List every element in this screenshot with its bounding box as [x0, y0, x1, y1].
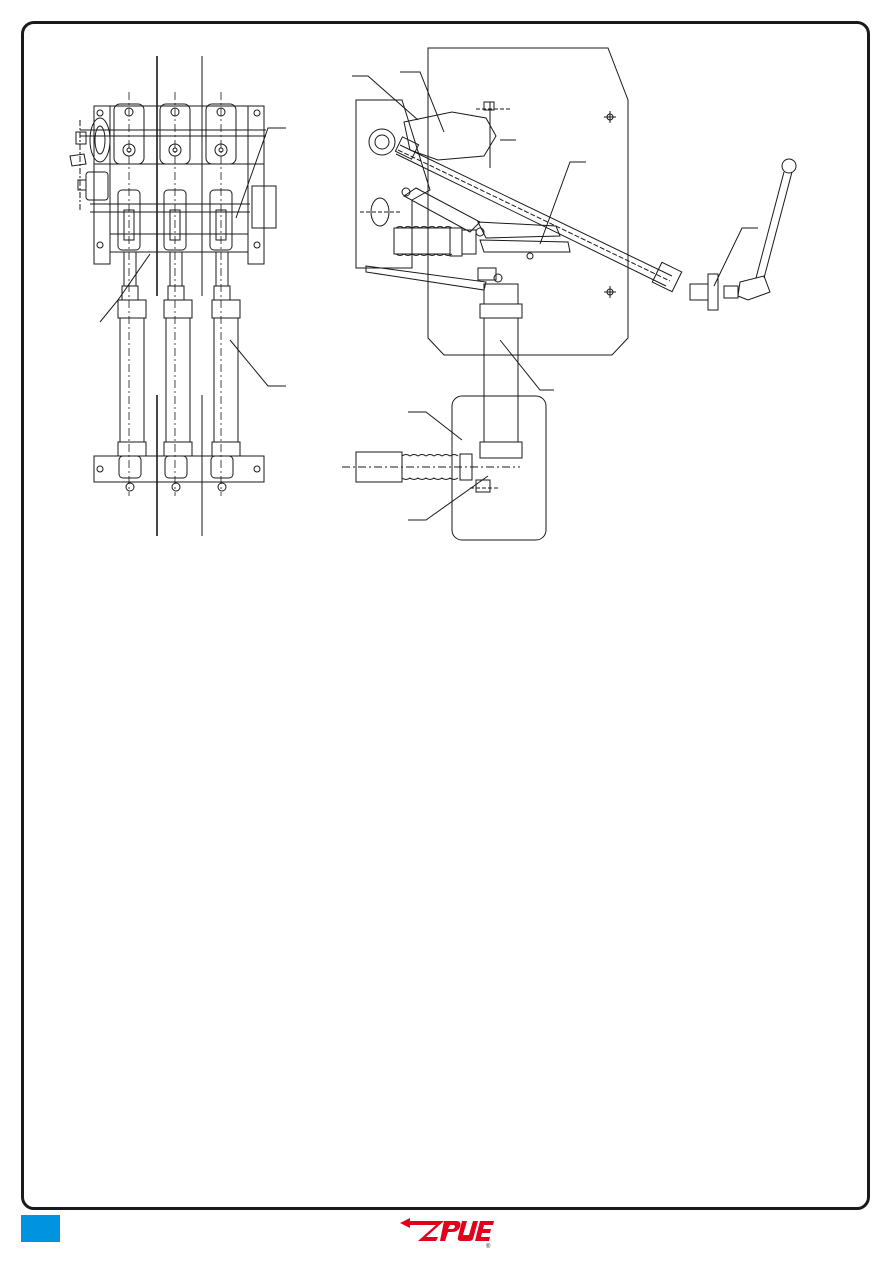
drive-box: [355, 99, 431, 269]
side-view: [342, 47, 797, 541]
page-frame: [21, 21, 870, 1210]
zpue-logo: ®: [400, 1218, 494, 1249]
operating-rod: [394, 136, 683, 293]
mounting-panel: [427, 47, 629, 356]
front-view-leaders: [99, 127, 286, 387]
lower-bellows: [342, 451, 520, 493]
right-housing: [251, 185, 277, 229]
lower-bracket: [451, 395, 547, 541]
page-number-tab: [21, 1215, 60, 1242]
insulators: [117, 299, 241, 457]
operating-handle: [689, 158, 797, 311]
upper-bellows: [393, 226, 477, 257]
drive-mechanism: [69, 117, 111, 212]
top-base-plate: [93, 105, 265, 165]
side-view-leaders: [352, 71, 758, 521]
front-view: [69, 56, 286, 536]
lower-contacts: [118, 455, 234, 492]
lower-linkage: [401, 187, 571, 283]
earthing-blade: [365, 265, 487, 291]
side-insulator: [479, 283, 523, 459]
connecting-rods: [121, 251, 231, 301]
registered-mark: ®: [486, 1243, 491, 1249]
